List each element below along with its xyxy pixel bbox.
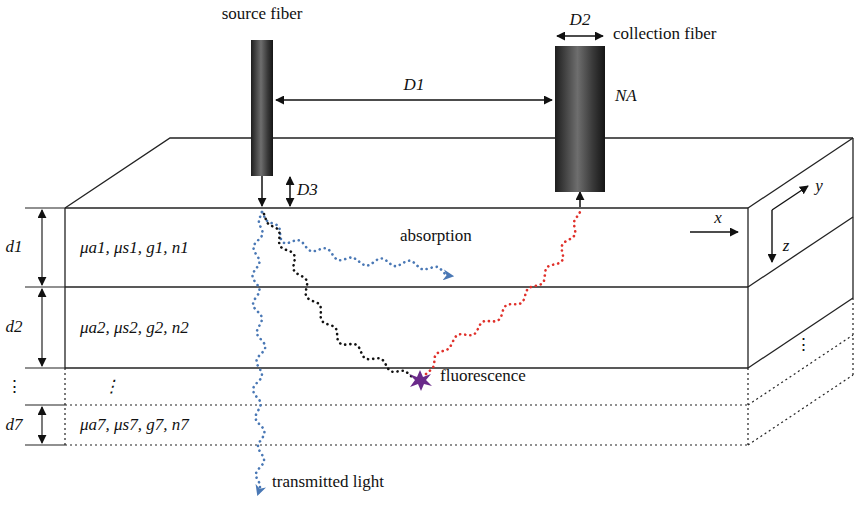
collection-fiber: collection fiber — [555, 46, 605, 192]
axis-label: z — [783, 236, 790, 256]
fiber-label: collection fiber — [613, 24, 716, 44]
thickness-dimensions — [25, 208, 65, 445]
source-fiber: source fiber — [251, 40, 273, 176]
fluorescence-star — [409, 370, 432, 391]
fiber-cylinder — [251, 40, 273, 176]
path-label: fluorescence — [440, 366, 526, 386]
tissue-layer: μa7, μs7, g7, n7 — [65, 405, 748, 445]
thickness-label: d7 — [6, 415, 23, 435]
fiber-cylinder — [555, 46, 605, 192]
axis-label: y — [815, 176, 823, 196]
tissue-layer: ⋮ — [65, 368, 748, 405]
slab-outline — [65, 138, 853, 368]
photon-path — [264, 214, 414, 378]
layer-parameters: μa2, μs2, g2, n2 — [80, 318, 189, 338]
path-label: absorption — [400, 226, 472, 246]
slab-dotted-layers — [65, 298, 853, 445]
layer-parameters: μa1, μs1, g1, n1 — [80, 238, 189, 258]
fiber-label: source fiber — [222, 4, 303, 24]
layer-parameters: ⋮ — [103, 377, 120, 397]
photon-path — [253, 212, 266, 494]
thickness-label: d2 — [6, 317, 23, 337]
dimension-label: D1 — [404, 75, 425, 95]
tissue-layer: μa2, μs2, g2, n2 — [65, 287, 748, 368]
path-label: transmitted light — [272, 472, 384, 492]
thickness-label: d1 — [6, 237, 23, 257]
ellipsis: ⋮ — [795, 335, 812, 355]
tissue-layer: μa1, μs1, g1, n1 — [65, 208, 748, 287]
layer-parameters: μa7, μs7, g7, n7 — [80, 415, 189, 435]
fiber-dimensions — [262, 36, 603, 207]
axis-label: x — [714, 208, 722, 228]
ellipsis: ⋮ — [6, 377, 23, 397]
photon-paths — [253, 212, 580, 494]
dimension-label: D2 — [570, 10, 591, 30]
dimension-label: D3 — [297, 180, 318, 200]
coordinate-axes — [690, 186, 808, 262]
aperture-label: NA — [615, 86, 637, 106]
